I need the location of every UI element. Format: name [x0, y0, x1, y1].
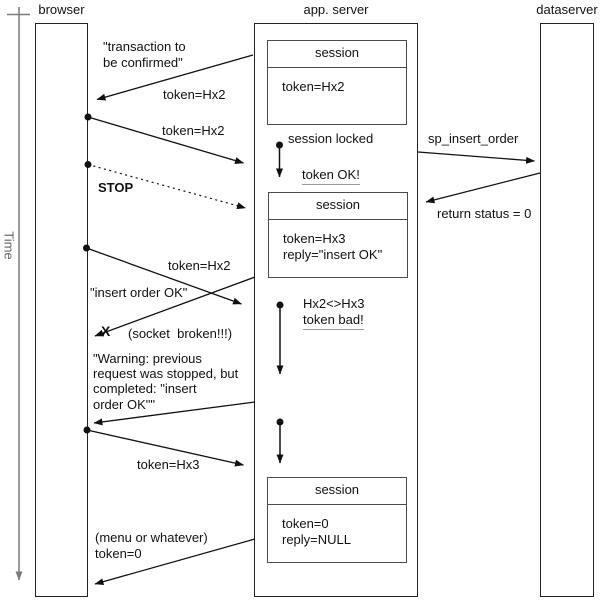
lifeline-label-app-server: app. server — [303, 2, 369, 17]
label-hx2-hx3-compare: Hx2<>Hx3 — [303, 296, 365, 311]
note-transaction-to-be-confirmed: "transaction to be confirmed" — [103, 39, 186, 70]
note-socket-broken: (socket broken!!!) — [128, 326, 233, 341]
browser-event-dot-1 — [84, 113, 92, 121]
browser-event-dot-2 — [84, 161, 92, 168]
session-box-1: session token=Hx2 — [267, 40, 407, 125]
arrow-resend-token-hx2 — [86, 247, 242, 305]
session-box-3-title: session — [268, 478, 406, 505]
label-token-ok: token OK! — [302, 167, 360, 185]
label-stop: STOP — [98, 180, 134, 195]
label-token-hx2-send: token=Hx2 — [162, 123, 225, 138]
label-token-hx2-resend: token=Hx2 — [168, 258, 231, 273]
label-token-bad: token bad! — [303, 312, 364, 330]
arrow-insert-ok-broken — [94, 276, 256, 337]
lifeline-browser — [35, 23, 88, 597]
lifeline-label-dataserver: dataserver — [536, 2, 598, 17]
session-box-3-line2: reply=NULL — [282, 531, 352, 547]
broken-socket-x-mark: X — [101, 323, 111, 339]
label-sp-insert-order: sp_insert_order — [428, 131, 519, 146]
browser-event-dot-3 — [83, 244, 90, 252]
label-session-locked: session locked — [288, 131, 374, 146]
note-warning-previous-request: "Warning: previous request was stopped, … — [93, 351, 239, 412]
session-box-2-title: session — [269, 193, 407, 220]
session-box-2-line2: reply="insert OK" — [283, 246, 383, 262]
note-menu-token0: (menu or whatever) token=0 — [95, 530, 208, 561]
label-token-hx3: token=Hx3 — [137, 457, 200, 472]
arrow-sp-insert-order — [417, 151, 535, 164]
arrow-return-status — [425, 172, 541, 204]
label-return-status: return status = 0 — [437, 206, 532, 221]
session-box-2-line1: token=Hx3 — [283, 231, 346, 246]
arrow-menu-token0 — [94, 538, 256, 586]
browser-event-dot-4 — [83, 426, 91, 434]
arrow-token-hx3 — [86, 429, 244, 467]
note-insert-order-ok: "insert order OK" — [90, 285, 188, 300]
session-box-3-line1: token=0 — [282, 516, 329, 531]
session-box-1-state: token=Hx2 — [282, 79, 345, 94]
lifeline-dataserver — [540, 23, 594, 597]
arrow-send-token-hx2 — [87, 116, 244, 164]
label-token-hx2-reply: token=Hx2 — [163, 87, 226, 102]
arrow-reply-token-hx2 — [96, 54, 254, 101]
arrow-warning — [93, 401, 256, 426]
lifeline-label-browser: browser — [38, 2, 85, 17]
session-box-1-title: session — [268, 41, 406, 68]
